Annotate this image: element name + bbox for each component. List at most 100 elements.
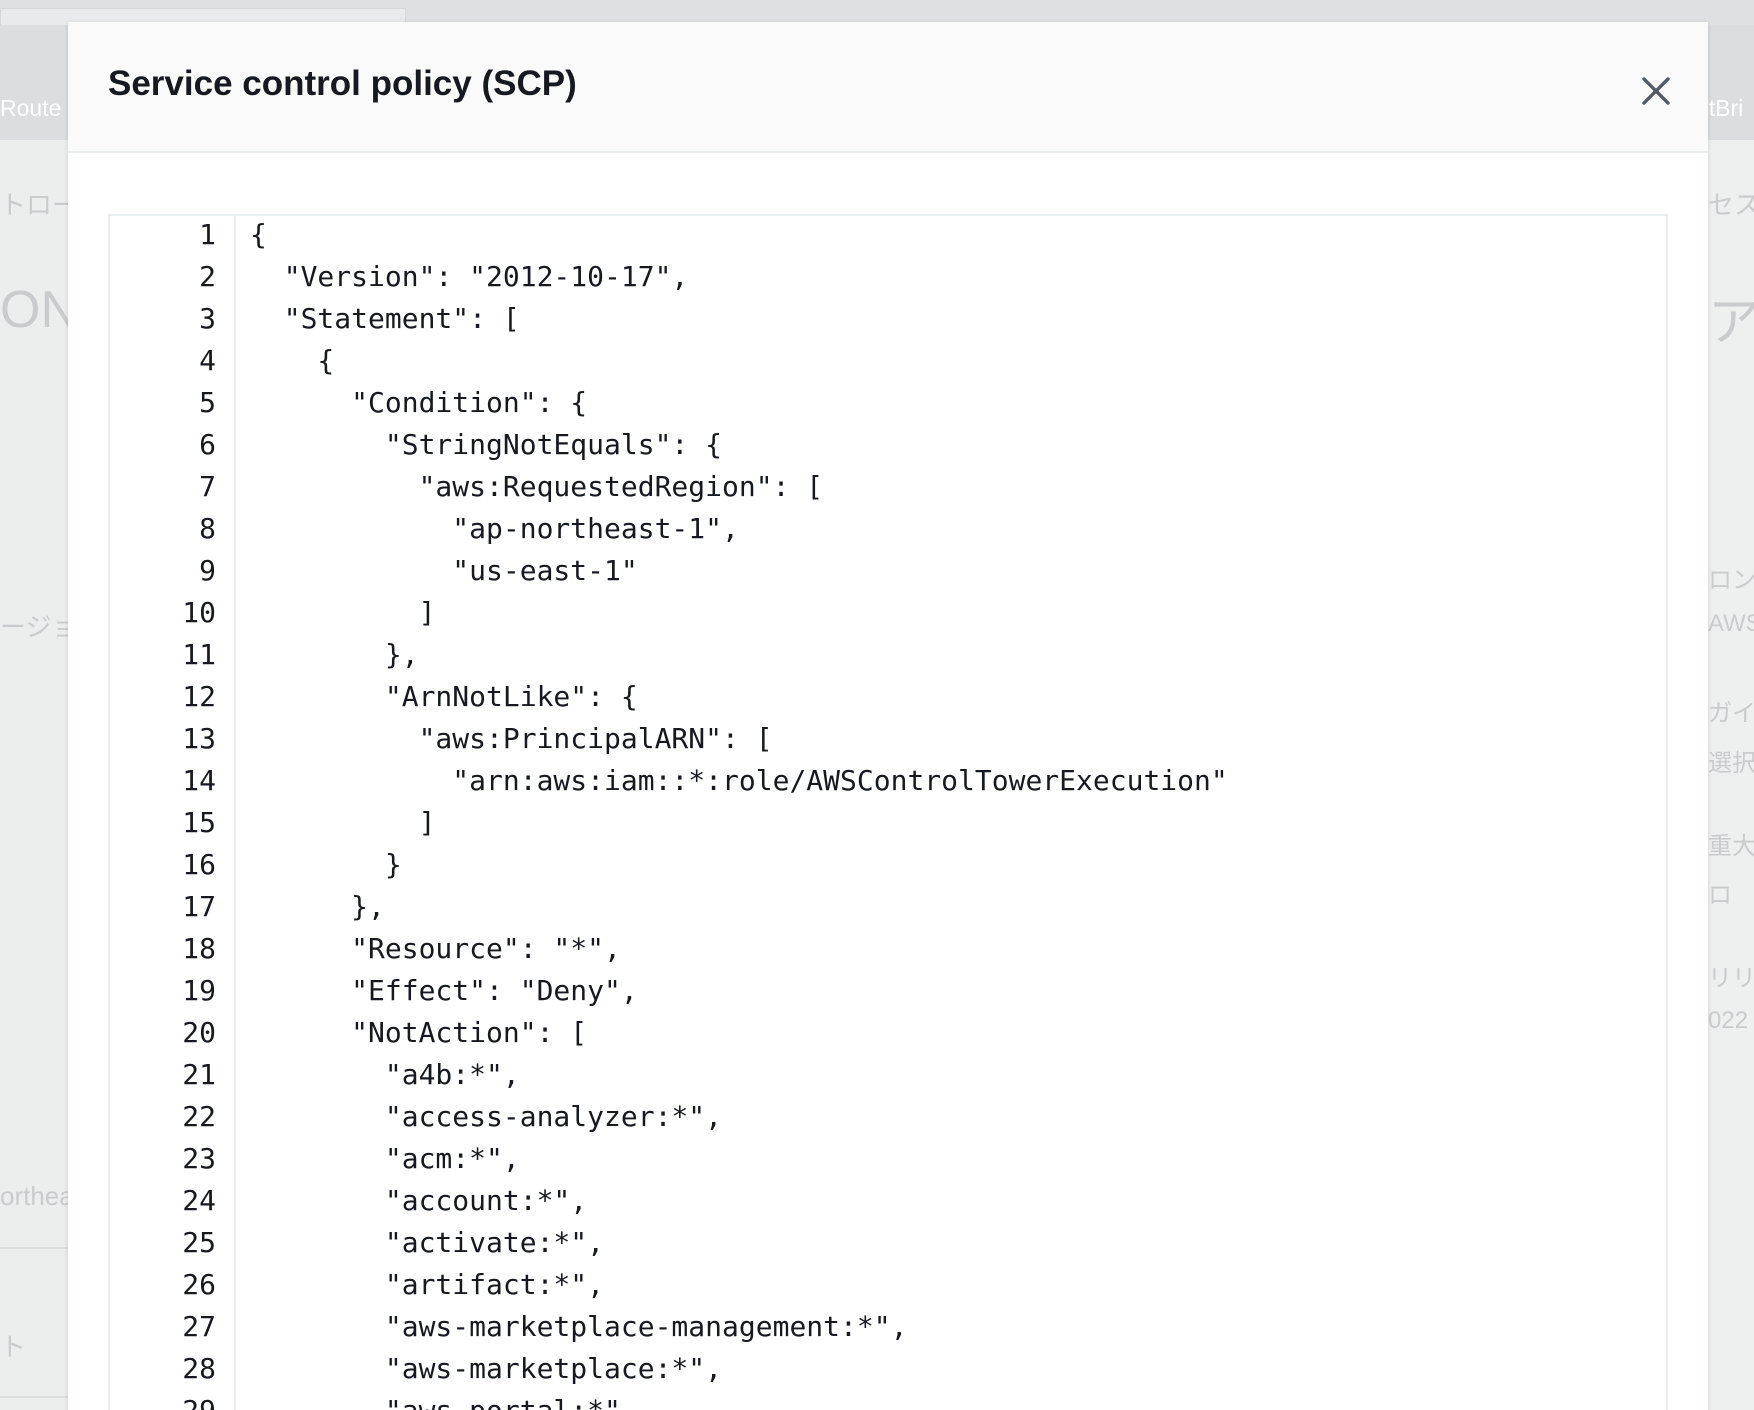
code-line: 28 "aws-marketplace:*", xyxy=(110,1348,1666,1390)
line-number: 1 xyxy=(199,218,216,251)
code-text: "Statement": [ xyxy=(250,302,520,335)
code-text: "ap-northeast-1", xyxy=(250,512,739,545)
background-right-panel xyxy=(1708,140,1754,1410)
line-number: 14 xyxy=(182,764,216,797)
line-number: 16 xyxy=(182,848,216,881)
line-number: 4 xyxy=(199,344,216,377)
background-fragment: ガイ xyxy=(1708,700,1754,727)
line-number: 8 xyxy=(199,512,216,545)
code-text: "aws-marketplace-management:*", xyxy=(250,1310,908,1343)
code-line: 26 "artifact:*", xyxy=(110,1264,1666,1306)
background-fragment: ロン xyxy=(1708,567,1754,594)
code-line: 7 "aws:RequestedRegion": [ xyxy=(110,466,1666,508)
code-line: 24 "account:*", xyxy=(110,1180,1666,1222)
line-number: 13 xyxy=(182,722,216,755)
background-fragment: 022 xyxy=(1708,1007,1749,1034)
code-text: "arn:aws:iam::*:role/AWSControlTowerExec… xyxy=(250,764,1228,797)
line-number: 29 xyxy=(110,1390,216,1410)
background-fragment: ア xyxy=(1708,294,1754,352)
code-line: 29 "aws-portal:*" xyxy=(110,1390,1666,1410)
code-text: }, xyxy=(250,638,419,671)
line-number: 5 xyxy=(199,386,216,419)
line-number: 25 xyxy=(182,1226,216,1259)
code-text: { xyxy=(250,344,335,377)
code-line: 18 "Resource": "*", xyxy=(110,928,1666,970)
code-text: "aws:RequestedRegion": [ xyxy=(250,470,824,503)
code-text: "aws:PrincipalARN": [ xyxy=(250,722,773,755)
line-number: 18 xyxy=(182,932,216,965)
code-line: 11 }, xyxy=(110,634,1666,676)
code-text: "Version": "2012-10-17", xyxy=(250,260,689,293)
code-text: "us-east-1" xyxy=(250,554,638,587)
code-line: 21 "a4b:*", xyxy=(110,1054,1666,1096)
code-line: 22 "access-analyzer:*", xyxy=(110,1096,1666,1138)
code-line: 12 "ArnNotLike": { xyxy=(110,676,1666,718)
code-line: 1{ xyxy=(110,216,1666,256)
code-line: 15 ] xyxy=(110,802,1666,844)
code-text: "Effect": "Deny", xyxy=(250,974,638,1007)
close-icon xyxy=(1642,77,1670,105)
background-nav-item-left: Route 5 xyxy=(0,95,81,121)
code-line: 13 "aws:PrincipalARN": [ xyxy=(110,718,1666,760)
line-number: 19 xyxy=(182,974,216,1007)
line-number: 11 xyxy=(182,638,216,671)
background-divider xyxy=(0,1247,68,1249)
line-number: 12 xyxy=(182,680,216,713)
line-number: 6 xyxy=(199,428,216,461)
background-fragment: ロ xyxy=(1708,882,1732,909)
code-line: 9 "us-east-1" xyxy=(110,550,1666,592)
code-line: 25 "activate:*", xyxy=(110,1222,1666,1264)
code-text: } xyxy=(250,848,402,881)
background-tab xyxy=(0,8,406,25)
background-divider xyxy=(0,1396,68,1398)
code-line: 2 "Version": "2012-10-17", xyxy=(110,256,1666,298)
code-text: "Resource": "*", xyxy=(250,932,621,965)
code-line: 5 "Condition": { xyxy=(110,382,1666,424)
line-number: 23 xyxy=(182,1142,216,1175)
line-number: 9 xyxy=(199,554,216,587)
code-text: "ArnNotLike": { xyxy=(250,680,638,713)
background-fragment: 選択 xyxy=(1708,750,1754,777)
line-number: 24 xyxy=(182,1184,216,1217)
code-text: "artifact:*", xyxy=(250,1268,605,1301)
line-number: 17 xyxy=(182,890,216,923)
code-text: "StringNotEquals": { xyxy=(250,428,723,461)
code-text: "a4b:*", xyxy=(250,1058,520,1091)
line-number: 20 xyxy=(182,1016,216,1049)
line-number: 22 xyxy=(182,1100,216,1133)
close-button[interactable] xyxy=(1631,66,1681,116)
code-text: "aws-marketplace:*", xyxy=(250,1352,723,1385)
code-text: "access-analyzer:*", xyxy=(250,1100,723,1133)
code-line: 6 "StringNotEquals": { xyxy=(110,424,1666,466)
modal-header: Service control policy (SCP) xyxy=(68,22,1708,153)
policy-code-editor[interactable]: 1{2 "Version": "2012-10-17",3 "Statement… xyxy=(108,214,1668,1410)
line-number: 15 xyxy=(182,806,216,839)
code-text: "aws-portal:*" xyxy=(250,1390,621,1410)
code-line: 14 "arn:aws:iam::*:role/AWSControlTowerE… xyxy=(110,760,1666,802)
line-number: 27 xyxy=(182,1310,216,1343)
code-line: 8 "ap-northeast-1", xyxy=(110,508,1666,550)
code-text: "acm:*", xyxy=(250,1142,520,1175)
background-fragment: 重大 xyxy=(1708,833,1754,860)
background-fragment: リリ xyxy=(1708,965,1754,992)
code-text: "Condition": { xyxy=(250,386,588,419)
line-number: 28 xyxy=(182,1352,216,1385)
code-text: "activate:*", xyxy=(250,1226,605,1259)
code-line: 19 "Effect": "Deny", xyxy=(110,970,1666,1012)
code-text: }, xyxy=(250,890,385,923)
scp-modal: Service control policy (SCP) 1{2 "Versio… xyxy=(68,22,1708,1410)
code-text: "NotAction": [ xyxy=(250,1016,588,1049)
code-line: 20 "NotAction": [ xyxy=(110,1012,1666,1054)
line-number: 10 xyxy=(182,596,216,629)
background-fragment: ON xyxy=(0,281,78,339)
line-number: 3 xyxy=(199,302,216,335)
background-fragment: AWS xyxy=(1708,610,1754,637)
background-fragment: トロー xyxy=(0,190,79,220)
background-fragment: orthea xyxy=(0,1181,74,1211)
line-number: 21 xyxy=(182,1058,216,1091)
code-line: 27 "aws-marketplace-management:*", xyxy=(110,1306,1666,1348)
code-text: ] xyxy=(250,596,436,629)
line-number: 2 xyxy=(199,260,216,293)
code-text: { xyxy=(250,218,267,251)
modal-title: Service control policy (SCP) xyxy=(108,64,577,103)
